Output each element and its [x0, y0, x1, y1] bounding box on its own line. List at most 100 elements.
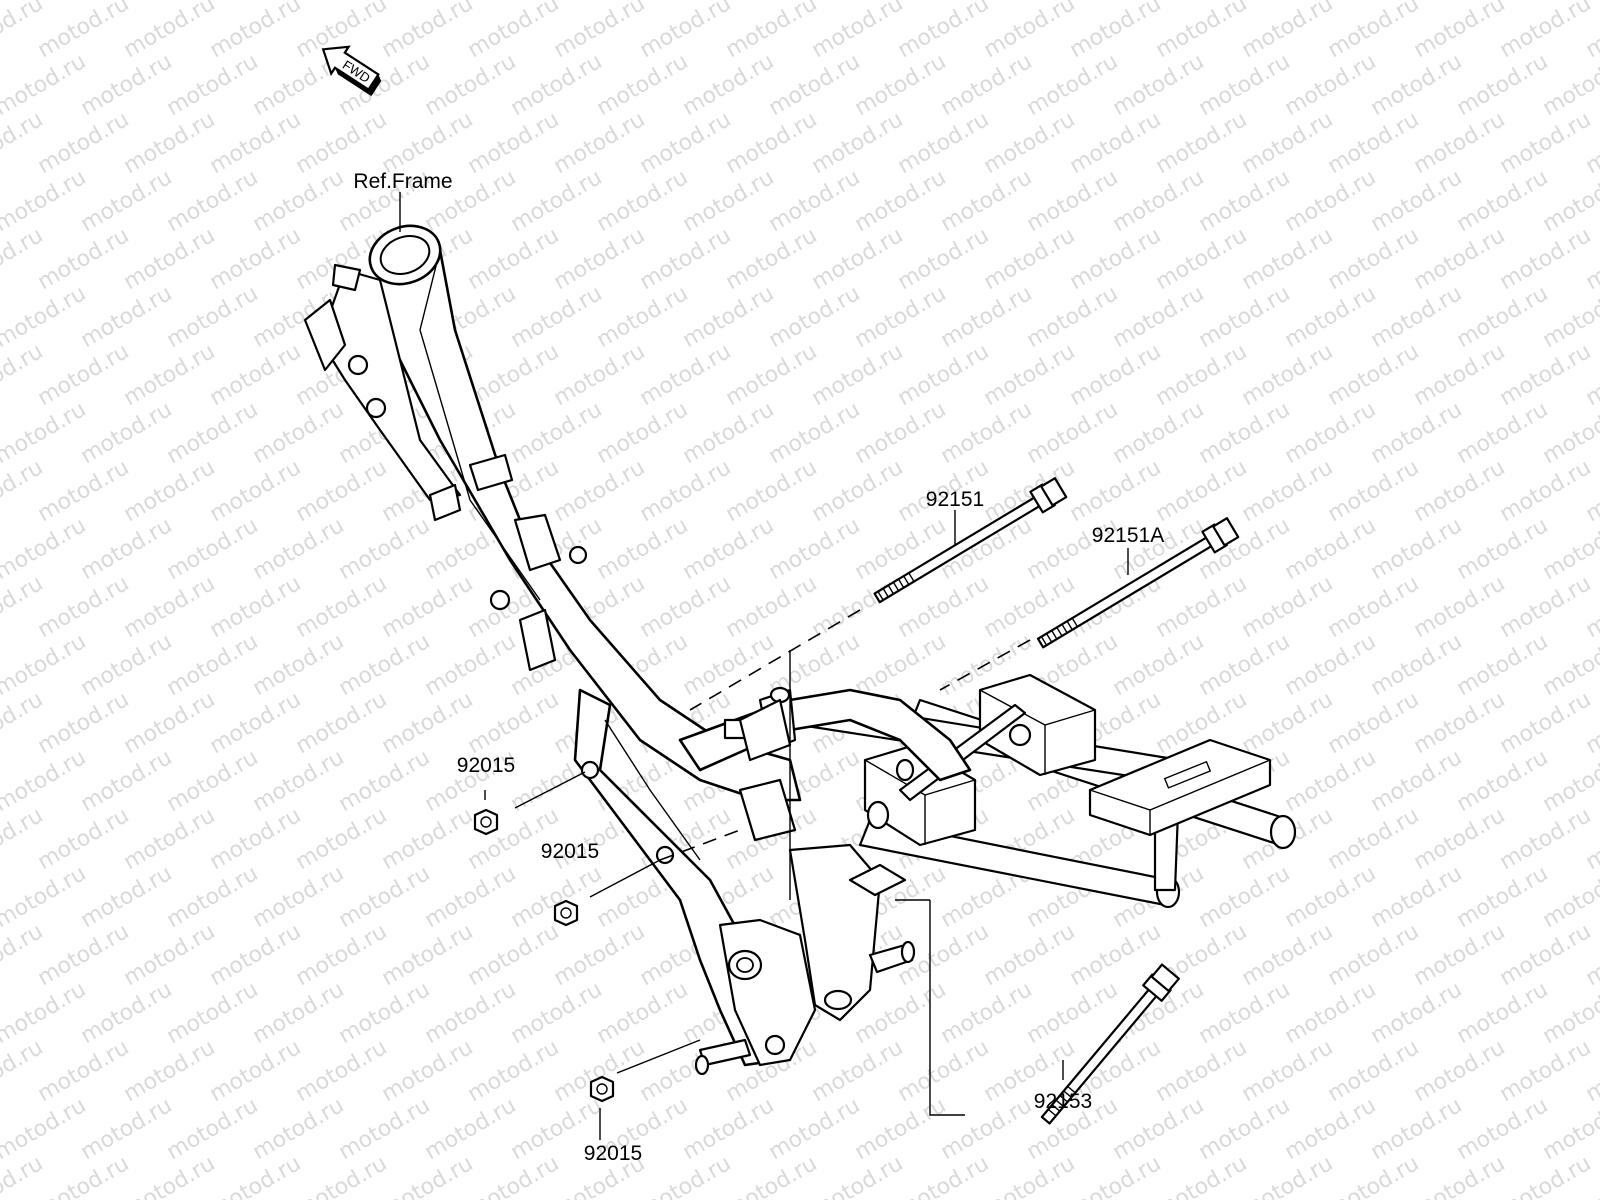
watermark-text: motod.ru [464, 107, 564, 179]
watermark-text: motod.ru [1453, 165, 1553, 237]
watermark-text: motod.ru [34, 107, 134, 179]
watermark-text: motod.ru [421, 49, 521, 121]
nut-92015-middle[interactable] [553, 899, 579, 927]
watermark-text: motod.ru [1453, 861, 1553, 933]
watermark-text: motod.ru [808, 0, 908, 63]
nut-92015-upper[interactable] [473, 808, 499, 836]
watermark-text: motod.ru [249, 397, 349, 469]
watermark-text: motod.ru [722, 455, 822, 527]
watermark-text: motod.ru [1539, 861, 1600, 933]
watermark-text: motod.ru [1410, 687, 1510, 759]
watermark-text: motod.ru [894, 223, 994, 295]
watermark-text: motod.ru [937, 281, 1037, 353]
watermark-text: motod.ru [636, 339, 736, 411]
watermark-text: motod.ru [1367, 397, 1467, 469]
watermark-text: motod.ru [1281, 745, 1381, 817]
label-92153: 92153 [1034, 1090, 1092, 1113]
watermark-text: motod.ru [679, 1093, 779, 1165]
watermark-text: motod.ru [292, 571, 392, 643]
watermark-text: motod.ru [120, 1035, 220, 1107]
bolt-92153[interactable] [1037, 963, 1180, 1128]
watermark-text: motod.ru [120, 803, 220, 875]
watermark-text: motod.ru [765, 49, 865, 121]
watermark-text: motod.ru [335, 513, 435, 585]
watermark-text: motod.ru [593, 49, 693, 121]
watermark-text: motod.ru [335, 977, 435, 1049]
watermark-text: motod.ru [1066, 1151, 1166, 1200]
watermark-text: motod.ru [34, 1035, 134, 1107]
watermark-text: motod.ru [34, 687, 134, 759]
watermark-text: motod.ru [120, 1151, 220, 1200]
watermark-text: motod.ru [1152, 339, 1252, 411]
watermark-text: motod.ru [593, 397, 693, 469]
watermark-text: motod.ru [593, 513, 693, 585]
watermark-text: motod.ru [1324, 687, 1424, 759]
bolt-92151A[interactable] [1034, 517, 1240, 653]
watermark-text: motod.ru [1496, 0, 1596, 63]
watermark-text: motod.ru [1281, 629, 1381, 701]
watermark-text: motod.ru [1023, 281, 1123, 353]
watermark-text: motod.ru [1367, 1093, 1467, 1165]
watermark-text: motod.ru [1453, 281, 1553, 353]
watermark-text: motod.ru [1066, 223, 1166, 295]
watermark-text: motod.ru [808, 223, 908, 295]
watermark-text: motod.ru [980, 455, 1080, 527]
watermark-text: motod.ru [206, 1151, 306, 1200]
watermark-text: motod.ru [1238, 223, 1338, 295]
watermark-text: motod.ru [937, 1093, 1037, 1165]
watermark-text: motod.ru [550, 0, 650, 63]
watermark-text: motod.ru [1324, 0, 1424, 63]
watermark-text: motod.ru [378, 107, 478, 179]
watermark-text: motod.ru [1152, 223, 1252, 295]
watermark-text: motod.ru [1324, 803, 1424, 875]
watermark-text: motod.ru [980, 339, 1080, 411]
watermark-text: motod.ru [1109, 397, 1209, 469]
watermark-text: motod.ru [765, 165, 865, 237]
watermark-text: motod.ru [593, 281, 693, 353]
watermark-text: motod.ru [378, 0, 478, 63]
label-ref-frame: Ref.Frame [353, 170, 452, 193]
watermark-text: motod.ru [722, 223, 822, 295]
watermark-text: motod.ru [1496, 1151, 1596, 1200]
watermark-text: motod.ru [980, 919, 1080, 991]
watermark-text: motod.ru [1410, 455, 1510, 527]
watermark-text: motod.ru [636, 223, 736, 295]
watermark-text: motod.ru [1152, 107, 1252, 179]
watermark-text: motod.ru [378, 1035, 478, 1107]
watermark-text: motod.ru [1195, 281, 1295, 353]
watermark-text: motod.ru [464, 223, 564, 295]
watermark-text: motod.ru [206, 107, 306, 179]
watermark-text: motod.ru [1324, 339, 1424, 411]
watermark-text: motod.ru [335, 629, 435, 701]
watermark-text: motod.ru [1195, 513, 1295, 585]
watermark-text: motod.ru [1453, 397, 1553, 469]
watermark-text: motod.ru [1195, 861, 1295, 933]
watermark-text: motod.ru [507, 861, 607, 933]
watermark-text: motod.ru [679, 513, 779, 585]
watermark-text: motod.ru [421, 629, 521, 701]
watermark-text: motod.ru [249, 745, 349, 817]
watermark-text: motod.ru [1496, 455, 1596, 527]
watermark-text: motod.ru [808, 339, 908, 411]
watermark-text: motod.ru [808, 455, 908, 527]
watermark-text: motod.ru [765, 1093, 865, 1165]
watermark-text: motod.ru [1281, 861, 1381, 933]
nut-92015-lower[interactable] [589, 1075, 615, 1103]
watermark-text: motod.ru [507, 165, 607, 237]
label-nut-lower: 92015 [584, 1142, 642, 1165]
watermark-text: motod.ru [593, 165, 693, 237]
watermark-text: motod.ru [1324, 1151, 1424, 1200]
watermark-text: motod.ru [851, 281, 951, 353]
watermark-text: motod.ru [1324, 223, 1424, 295]
watermark-text: motod.ru [1496, 919, 1596, 991]
watermark-text: motod.ru [120, 455, 220, 527]
watermark-text: motod.ru [722, 1151, 822, 1200]
watermark-text: motod.ru [120, 0, 220, 63]
watermark-text: motod.ru [1281, 977, 1381, 1049]
watermark-text: motod.ru [1152, 0, 1252, 63]
bolt-92151[interactable] [871, 477, 1068, 608]
watermark-text: motod.ru [1152, 1151, 1252, 1200]
watermark-text: motod.ru [1496, 687, 1596, 759]
watermark-text: motod.ru [77, 629, 177, 701]
